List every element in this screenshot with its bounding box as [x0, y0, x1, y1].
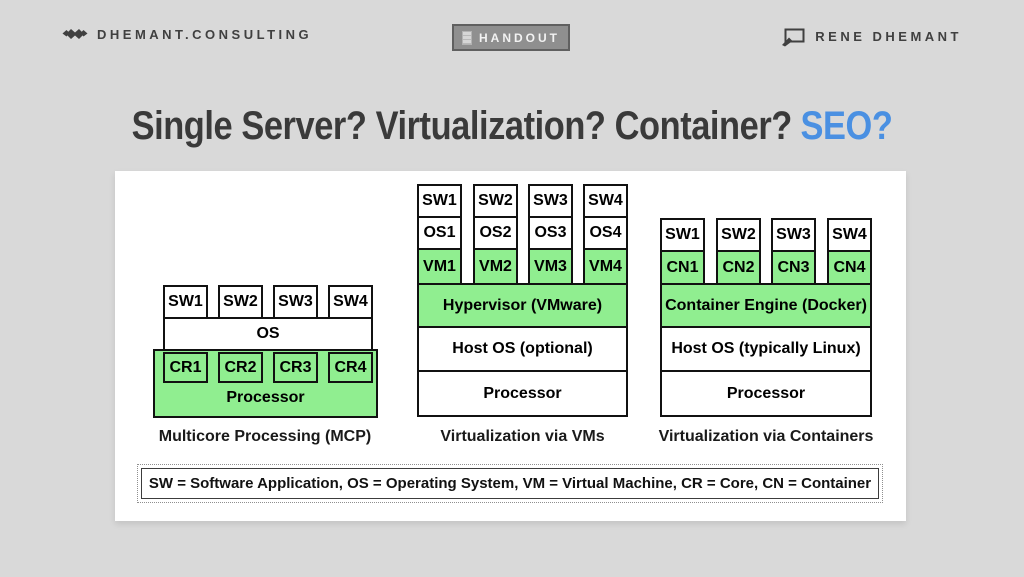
mcp-sw3-box: SW3: [273, 285, 318, 319]
title-highlight: SEO?: [800, 104, 893, 148]
vm-processor-bar: Processor: [417, 370, 628, 417]
author-label: RENE DHEMANT: [815, 29, 962, 44]
vm-caption: Virtualization via VMs: [440, 428, 605, 445]
cn-cn1-box: CN1: [660, 250, 705, 285]
handout-label: HANDOUT: [479, 30, 560, 45]
cn-hostos-bar: Host OS (typically Linux): [660, 326, 872, 372]
cn-sw2-box: SW2: [716, 218, 761, 252]
mcp-os-bar: OS: [163, 317, 373, 351]
top-bar: DHEMANT.CONSULTING HANDOUT RENE DHEMANT: [0, 0, 1024, 70]
mcp-sw1-box: SW1: [163, 285, 208, 319]
cn-processor-bar: Processor: [660, 370, 872, 417]
vm-sw3-box: SW3: [528, 184, 573, 218]
cn-cn2-box: CN2: [716, 250, 761, 285]
legend-text: SW = Software Application, OS = Operatin…: [141, 468, 879, 499]
vm-hypervisor-bar: Hypervisor (VMware): [417, 283, 628, 328]
title-text: Single Server? Virtualization? Container…: [131, 104, 793, 148]
handshake-icon: [62, 29, 88, 39]
vm-os3-box: OS3: [528, 216, 573, 250]
brand-label: DHEMANT.CONSULTING: [97, 27, 313, 42]
mcp-cr1-box: CR1: [163, 352, 208, 383]
mcp-cr4-box: CR4: [328, 352, 373, 383]
vm-vm2-box: VM2: [473, 248, 518, 285]
vm-os4-box: OS4: [583, 216, 628, 250]
cn-cn3-box: CN3: [771, 250, 816, 285]
author: RENE DHEMANT: [781, 26, 962, 47]
vm-sw1-box: SW1: [417, 184, 462, 218]
cn-sw3-box: SW3: [771, 218, 816, 252]
diagram-card: SW1 SW2 SW3 SW4 OS CR1 CR2 CR3 CR4 Proce…: [115, 171, 906, 521]
handout-badge: HANDOUT: [452, 24, 570, 51]
vm-hostos-bar: Host OS (optional): [417, 326, 628, 372]
whiteboard-pen-icon: [782, 28, 805, 47]
vm-sw2-box: SW2: [473, 184, 518, 218]
cn-sw1-box: SW1: [660, 218, 705, 252]
brand: DHEMANT.CONSULTING: [62, 26, 312, 43]
mcp-processor-label: Processor: [226, 389, 305, 406]
mcp-cr2-box: CR2: [218, 352, 263, 383]
slide-title: Single Server? Virtualization? Container…: [72, 102, 953, 150]
vm-vm1-box: VM1: [417, 248, 462, 285]
vm-sw4-box: SW4: [583, 184, 628, 218]
vm-vm3-box: VM3: [528, 248, 573, 285]
vm-os2-box: OS2: [473, 216, 518, 250]
mcp-caption: Multicore Processing (MCP): [158, 428, 372, 445]
cn-engine-bar: Container Engine (Docker): [660, 283, 872, 328]
cn-sw4-box: SW4: [827, 218, 872, 252]
mcp-sw4-box: SW4: [328, 285, 373, 319]
legend-box: SW = Software Application, OS = Operatin…: [137, 464, 883, 503]
mcp-cr3-box: CR3: [273, 352, 318, 383]
mcp-sw2-box: SW2: [218, 285, 263, 319]
vm-os1-box: OS1: [417, 216, 462, 250]
vm-vm4-box: VM4: [583, 248, 628, 285]
cn-cn4-box: CN4: [827, 250, 872, 285]
document-icon: [462, 30, 472, 45]
cn-caption: Virtualization via Containers: [658, 428, 874, 445]
